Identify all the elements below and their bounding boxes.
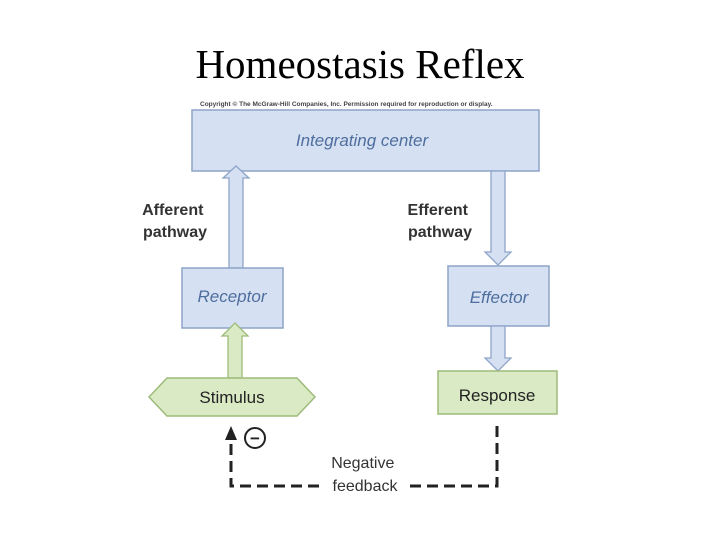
afferent-pathway-label: Afferent pathway (142, 202, 208, 241)
negative-feedback-label: Negative feedback (331, 455, 399, 495)
feedback-arrowhead (225, 426, 237, 440)
copyright-notice: Copyright © The McGraw-Hill Companies, I… (200, 101, 493, 108)
efferent-arrow (483, 170, 513, 266)
afferent-label-line-2: pathway (143, 224, 207, 241)
afferent-arrow (221, 165, 251, 269)
receptor-node: Receptor (181, 267, 284, 329)
stimulus-hexagon (147, 377, 317, 417)
effector-label: Effector (470, 288, 530, 307)
slide-title: Homeostasis Reflex (195, 41, 525, 87)
effector-box (447, 265, 550, 327)
efferent-pathway-label: Efferent pathway (408, 202, 473, 241)
effector-node: Effector (447, 265, 550, 327)
integrating-center-box (191, 109, 540, 172)
minus-circle-icon (244, 427, 266, 449)
response-label: Response (459, 386, 536, 405)
effector-to-response-arrow (483, 325, 513, 372)
response-box (437, 370, 558, 415)
response-node: Response (437, 370, 558, 415)
negative-sign: − (244, 427, 266, 449)
feedback-label-line-1: Negative (331, 455, 394, 472)
integrating-center-label: Integrating center (296, 131, 430, 150)
receptor-label: Receptor (198, 287, 268, 306)
feedback-label-line-2: feedback (333, 478, 399, 495)
integrating-center-node: Integrating center (191, 109, 540, 172)
stimulus-label: Stimulus (199, 388, 264, 407)
efferent-label-line-2: pathway (408, 224, 472, 241)
efferent-label-line-1: Efferent (408, 202, 469, 219)
receptor-box (181, 267, 284, 329)
stimulus-to-receptor-arrow (220, 322, 250, 379)
afferent-label-line-1: Afferent (142, 202, 204, 219)
stimulus-node: Stimulus (147, 377, 317, 417)
feedback-label-backing (320, 450, 410, 496)
minus-sign-text: − (250, 429, 260, 448)
